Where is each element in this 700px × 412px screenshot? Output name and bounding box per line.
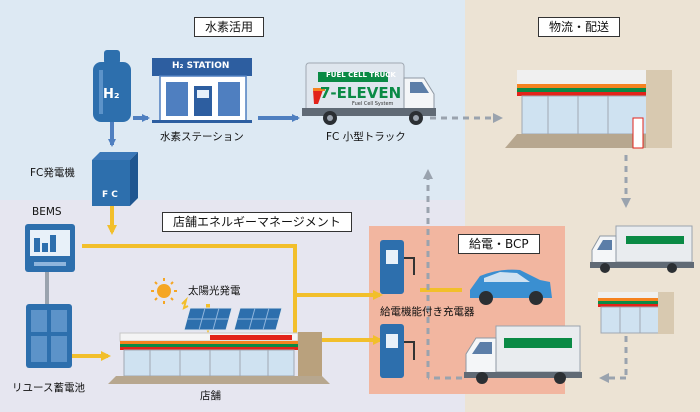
fc-truck-icon (302, 62, 436, 125)
fc-truck-label: FC 小型トラック (326, 131, 406, 143)
truck-text-line3: Fuel Cell System (352, 101, 394, 107)
charger-bottom-icon (380, 324, 415, 378)
section-hydrogen-title: 水素活用 (194, 17, 265, 37)
ev-car-icon (470, 269, 552, 305)
charger-top-icon (380, 240, 415, 294)
station-label: 水素ステーション (160, 131, 244, 143)
h2-tank-icon (93, 50, 131, 122)
logistics-store-top-icon (505, 70, 672, 149)
station-sign: H₂ STATION (172, 61, 230, 71)
solar-panels-icon (183, 307, 283, 331)
h2-tank-label: H₂ (103, 87, 120, 102)
hydrogen-arrows (108, 114, 300, 147)
section-logistics-title: 物流・配送 (538, 17, 621, 37)
fc-generator-label: FC発電機 (30, 167, 75, 179)
fc-generator-mark: F C (102, 190, 118, 200)
logistics-store-bottom-icon (598, 292, 674, 334)
section-energy-title: 店舗エネルギーマネージメント (162, 212, 352, 232)
logistics-arrows (423, 113, 631, 383)
fc-generator-icon (92, 152, 138, 206)
charger-label: 給電機能付き充電器 (380, 306, 475, 318)
sun-icon (151, 278, 189, 310)
truck-text-line2: 7-ELEVEN (320, 84, 402, 102)
logistics-truck-icon (590, 225, 694, 273)
store-label: 店舗 (200, 390, 221, 402)
reuse-battery-icon (26, 304, 72, 368)
bems-label: BEMS (32, 206, 62, 218)
bems-icon (25, 224, 75, 272)
fc-truck-bottom-icon (464, 325, 582, 384)
store-icon (108, 332, 330, 384)
truck-text-line1: FUEL CELL TRUCK (326, 71, 396, 79)
hydrogen-station-icon (152, 58, 252, 123)
reuse-battery-label: リユース蓄電池 (12, 382, 85, 394)
solar-label: 太陽光発電 (188, 285, 241, 297)
section-charging-title: 給電・BCP (458, 234, 540, 254)
